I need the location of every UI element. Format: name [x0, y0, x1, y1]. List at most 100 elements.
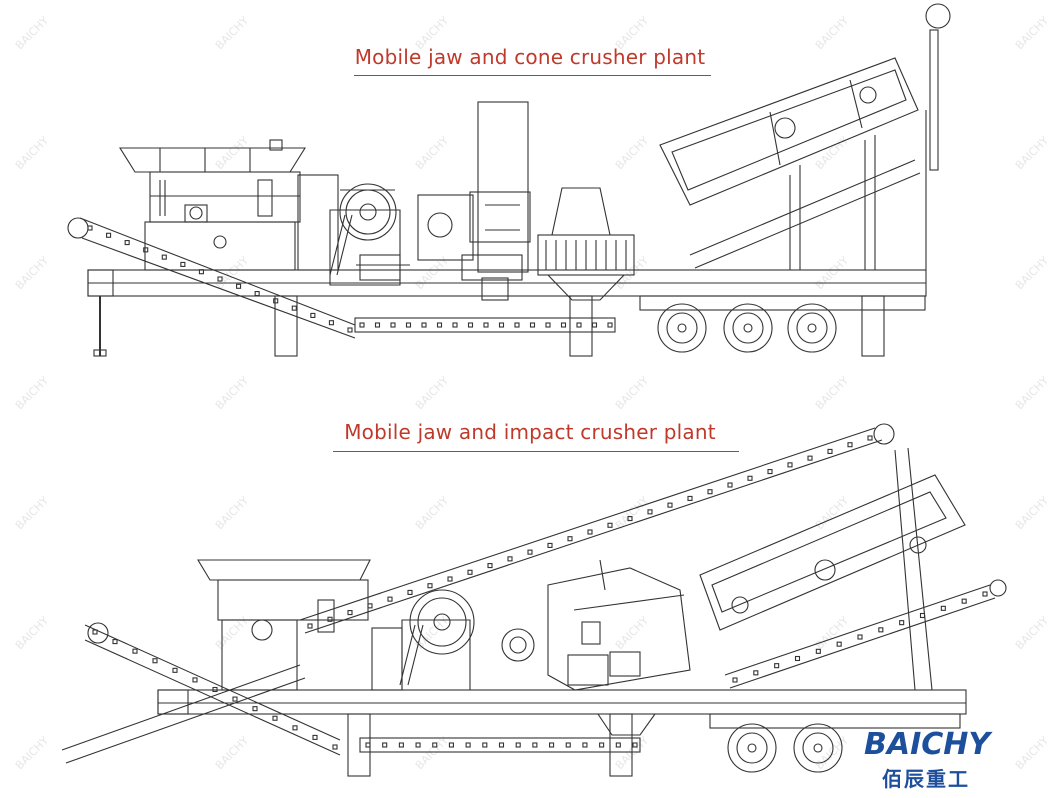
- vibrating-feeder: [149, 171, 301, 223]
- feed-conveyor-tail-pulley: [67, 217, 89, 239]
- roller-mark: [374, 322, 381, 328]
- support-leg: [861, 295, 885, 357]
- watermark-mark: BAICHY: [413, 734, 451, 772]
- watermark-mark: BAICHY: [813, 134, 851, 172]
- support-leg: [347, 713, 371, 777]
- roller-mark: [607, 322, 613, 328]
- roller-mark: [787, 462, 793, 468]
- roller-mark: [92, 629, 98, 635]
- roller-mark: [398, 742, 404, 748]
- watermark-mark: BAICHY: [213, 134, 251, 172]
- roller-mark: [815, 648, 821, 654]
- roller-mark: [112, 639, 118, 645]
- main-conveyor-belt: [79, 217, 356, 326]
- support-leg: [274, 295, 298, 357]
- roller-mark: [436, 322, 443, 328]
- watermark-mark: BAICHY: [613, 374, 651, 412]
- roller-mark: [545, 322, 551, 328]
- engine-stack: [477, 101, 529, 273]
- roller-mark: [87, 225, 93, 231]
- roller-mark: [732, 677, 738, 683]
- roller-mark: [328, 320, 334, 326]
- roller-mark: [310, 312, 316, 318]
- roller-mark: [252, 706, 258, 712]
- roller-mark: [615, 742, 621, 748]
- jaw-flywheel: [409, 589, 475, 655]
- roller-mark: [667, 502, 673, 508]
- roller-mark: [312, 734, 318, 740]
- roller-mark: [532, 742, 538, 748]
- watermark-mark: BAICHY: [213, 734, 251, 772]
- roller-mark: [576, 322, 582, 328]
- watermark-mark: BAICHY: [213, 254, 251, 292]
- roller-mark: [467, 322, 474, 328]
- main-conveyor-belt: [299, 427, 876, 621]
- roller-mark: [627, 516, 633, 522]
- roller-mark: [707, 489, 713, 495]
- watermark-mark: BAICHY: [813, 374, 851, 412]
- watermark-mark: BAICHY: [413, 374, 451, 412]
- roller-mark: [307, 623, 313, 629]
- brand-name: BAICHY: [864, 727, 991, 762]
- roller-mark: [236, 283, 242, 289]
- jaw-flywheel: [339, 183, 397, 241]
- jaw-crusher-body: [329, 209, 401, 286]
- watermark-mark: BAICHY: [613, 614, 651, 652]
- roller-mark: [807, 455, 813, 461]
- roller-mark: [774, 663, 780, 669]
- roller-mark: [172, 667, 178, 673]
- roller-mark: [367, 603, 373, 609]
- roller-mark: [647, 509, 653, 515]
- watermark-mark: BAICHY: [13, 734, 51, 772]
- roller-mark: [106, 232, 112, 238]
- axle-wheels: [727, 723, 843, 773]
- under-belt-conveyor: [359, 737, 641, 753]
- roller-mark: [515, 742, 521, 748]
- roller-mark: [192, 677, 198, 683]
- impact-crusher-body: [547, 567, 691, 691]
- brand-chinese-name: 佰辰重工: [882, 767, 970, 791]
- roller-mark: [254, 291, 260, 297]
- roller-mark: [465, 742, 471, 748]
- roller-mark: [272, 715, 278, 721]
- roller-mark: [152, 658, 158, 664]
- roller-mark: [124, 240, 130, 246]
- chassis-beam: [157, 689, 967, 715]
- watermark-mark: BAICHY: [1013, 134, 1051, 172]
- roller-mark: [549, 742, 555, 748]
- roller-mark: [273, 298, 279, 304]
- watermark-layer: BAICHY BAICHY BAICHY BAICHY BAICHY BAICHY BAIC…: [13, 14, 1051, 772]
- roller-mark: [432, 742, 438, 748]
- roller-mark: [498, 742, 505, 748]
- watermark-mark: BAICHY: [13, 614, 51, 652]
- feed-conveyor-tail-pulley: [87, 622, 109, 644]
- roller-mark: [632, 742, 638, 748]
- roller-mark: [327, 616, 333, 622]
- roller-mark: [483, 322, 489, 328]
- brand-logo: BAICHY 佰辰重工: [862, 727, 1002, 791]
- watermark-mark: BAICHY: [213, 494, 251, 532]
- top-title-underline: [354, 75, 711, 76]
- roller-mark: [415, 742, 421, 748]
- roller-mark: [347, 327, 353, 333]
- watermark-mark: BAICHY: [1013, 494, 1051, 532]
- roller-mark: [365, 742, 371, 748]
- roller-mark: [529, 322, 536, 328]
- roller-mark: [687, 495, 693, 501]
- roller-mark: [878, 627, 884, 633]
- roller-mark: [607, 522, 613, 528]
- watermark-mark: BAICHY: [413, 134, 451, 172]
- roller-mark: [582, 742, 588, 748]
- jaw-impact-plant-drawing: [61, 423, 1007, 777]
- roller-mark: [421, 322, 427, 328]
- roller-mark: [143, 247, 149, 253]
- bottom-plant-title: Mobile jaw and impact crusher plant: [344, 420, 716, 444]
- roller-mark: [448, 742, 454, 748]
- roller-mark: [899, 620, 905, 626]
- roller-mark: [982, 591, 988, 597]
- roller-mark: [198, 269, 204, 275]
- watermark-mark: BAICHY: [213, 374, 251, 412]
- roller-mark: [382, 742, 388, 748]
- vibrating-screen: [659, 57, 919, 206]
